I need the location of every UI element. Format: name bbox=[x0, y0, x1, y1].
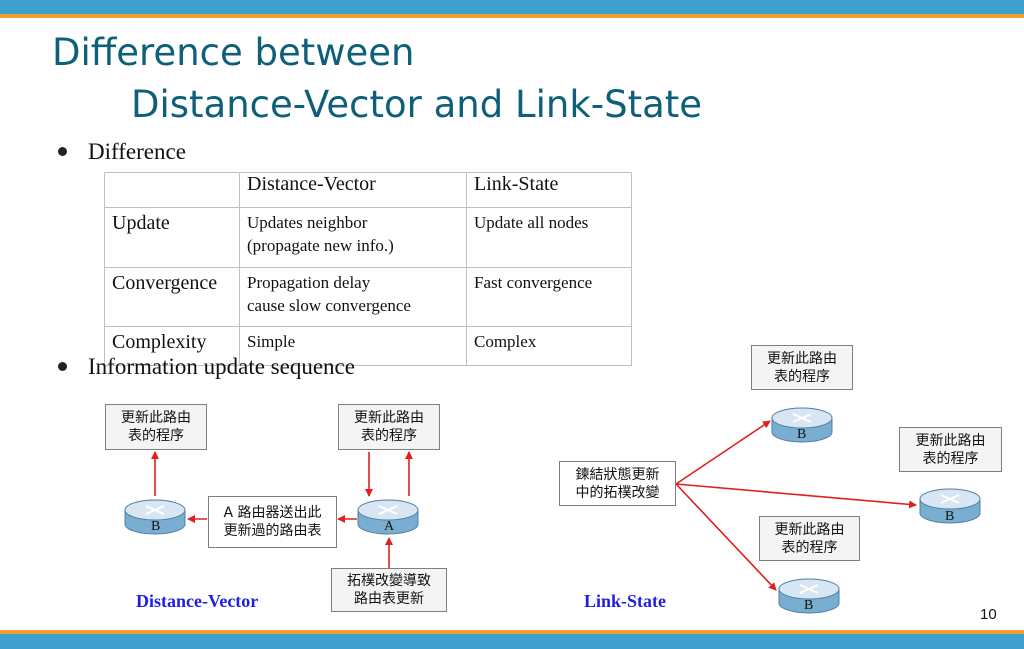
bullet-dot bbox=[58, 362, 67, 372]
router-label-b: B bbox=[151, 519, 161, 534]
bullet-text: Information update sequence bbox=[88, 354, 355, 379]
dv-send-table-box: A 路由器送出此 更新過的路由表 bbox=[208, 496, 337, 548]
ls-update-proc-top: 更新此路由 表的程序 bbox=[751, 345, 853, 390]
ls-update-proc-bottom: 更新此路由 表的程序 bbox=[759, 516, 860, 561]
row-label-complexity: Complexity bbox=[104, 326, 240, 366]
bullet-dot bbox=[58, 147, 67, 157]
arrow-ls-to-right bbox=[675, 483, 917, 509]
router-icon bbox=[771, 406, 833, 444]
slide-title-line1: Difference between bbox=[52, 31, 415, 74]
bullet-text: Difference bbox=[88, 139, 186, 164]
bottom-decor-bar bbox=[0, 630, 1024, 649]
label-distance-vector: Distance-Vector bbox=[136, 591, 259, 611]
dv-update-proc-b: 更新此路由 表的程序 bbox=[105, 404, 207, 450]
router-label-b: B bbox=[945, 509, 955, 524]
bullet-update-sequence: Information update sequence bbox=[58, 354, 355, 380]
router-icon bbox=[357, 498, 419, 536]
arrow-ls-to-top bbox=[675, 420, 771, 485]
top-decor-bar bbox=[0, 0, 1024, 18]
cell-ls-update: Update all nodes bbox=[466, 207, 632, 268]
dv-topology-change-box: 拓樸改變導致 路由表更新 bbox=[331, 568, 447, 612]
router-label-b: B bbox=[797, 427, 807, 442]
cell-ls-convergence: Fast convergence bbox=[466, 267, 632, 327]
router-icon bbox=[124, 498, 186, 536]
arrow-ls-to-bottom bbox=[675, 483, 777, 591]
comparison-table: Distance-Vector Link-State Update Update… bbox=[104, 172, 632, 366]
page-number: 10 bbox=[980, 606, 997, 623]
bullet-difference: Difference bbox=[58, 139, 186, 165]
ls-state-update-box: 鍊結狀態更新 中的拓樸改變 bbox=[559, 461, 676, 506]
row-label-convergence: Convergence bbox=[104, 267, 240, 327]
router-icon bbox=[919, 487, 981, 525]
router-label-a: A bbox=[384, 519, 395, 534]
dv-update-proc-a: 更新此路由 表的程序 bbox=[338, 404, 440, 450]
table-row: Complexity Simple Complex bbox=[104, 326, 632, 366]
router-label-b: B bbox=[804, 598, 814, 613]
table-header-dv: Distance-Vector bbox=[239, 172, 467, 208]
slide-title-line2: Distance-Vector and Link-State bbox=[131, 83, 703, 126]
cell-dv-update: Updates neighbor (propagate new info.) bbox=[239, 207, 467, 268]
cell-dv-convergence: Propagation delay cause slow convergence bbox=[239, 267, 467, 327]
label-link-state: Link-State bbox=[584, 591, 667, 611]
cell-ls-complexity: Complex bbox=[466, 326, 632, 366]
cell-dv-complexity: Simple bbox=[239, 326, 467, 366]
table-row: Convergence Propagation delay cause slow… bbox=[104, 267, 632, 327]
ls-update-proc-right: 更新此路由 表的程序 bbox=[899, 427, 1002, 472]
router-icon bbox=[778, 577, 840, 615]
table-row: Update Updates neighbor (propagate new i… bbox=[104, 207, 632, 268]
